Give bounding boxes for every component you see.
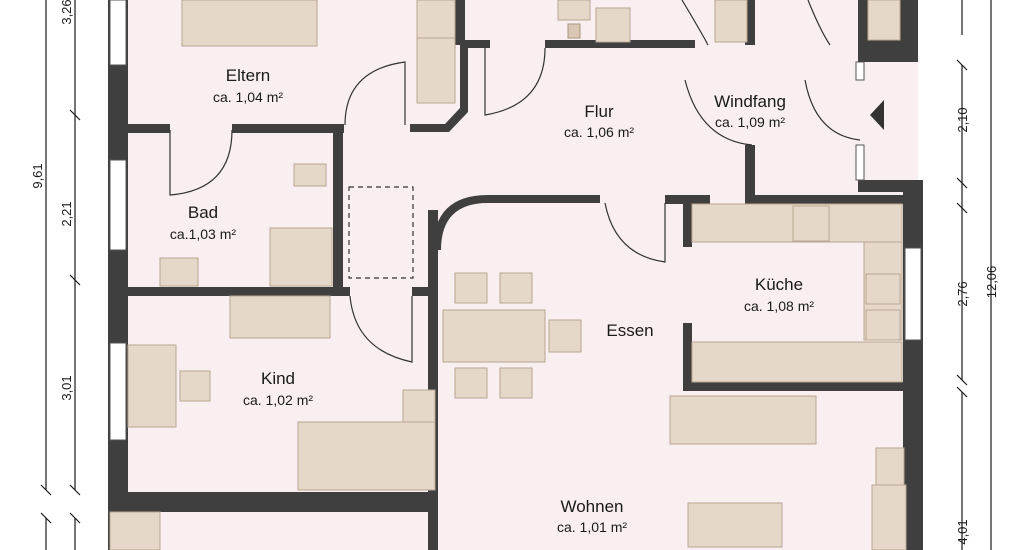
room-name-bad: Bad [188,203,218,222]
room-name-eltern: Eltern [226,66,270,85]
dim-left-3: 3,01 [59,375,74,400]
dim-right-2: 2,76 [955,281,970,306]
dim-right-1: 2,10 [955,107,970,132]
room-area-eltern: ca. 1,04 m² [213,89,283,105]
dim-right-total: 12,06 [984,266,999,299]
room-labels: Eltern ca. 1,04 m² Flur ca. 1,06 m² Wind… [170,66,814,535]
room-area-flur: ca. 1,06 m² [564,124,634,140]
dimensions-right: 12,06 2,10 2,76 4,01 [955,0,999,550]
room-area-windfang: ca. 1,09 m² [715,114,785,130]
room-name-windfang: Windfang [714,92,786,111]
dimensions-left: 9,61 3,26 2,21 3,01 [30,0,81,550]
room-name-kueche: Küche [755,275,803,294]
room-area-kind: ca. 1,02 m² [243,392,313,408]
doors [169,0,884,363]
dim-left-2: 2,21 [59,201,74,226]
entrance-arrow-icon [870,100,884,130]
windows [109,0,922,441]
dim-left-1: 3,26 [59,0,74,25]
room-name-wohnen: Wohnen [560,497,623,516]
room-name-essen: Essen [606,321,653,340]
dim-right-3: 4,01 [955,519,970,544]
dim-left-total: 9,61 [30,163,45,188]
room-area-kueche: ca. 1,08 m² [744,298,814,314]
furniture [109,0,907,550]
room-area-bad: ca.1,03 m² [170,226,236,242]
room-area-wohnen: ca. 1,01 m² [557,519,627,535]
room-name-flur: Flur [584,102,614,121]
room-name-kind: Kind [261,369,295,388]
